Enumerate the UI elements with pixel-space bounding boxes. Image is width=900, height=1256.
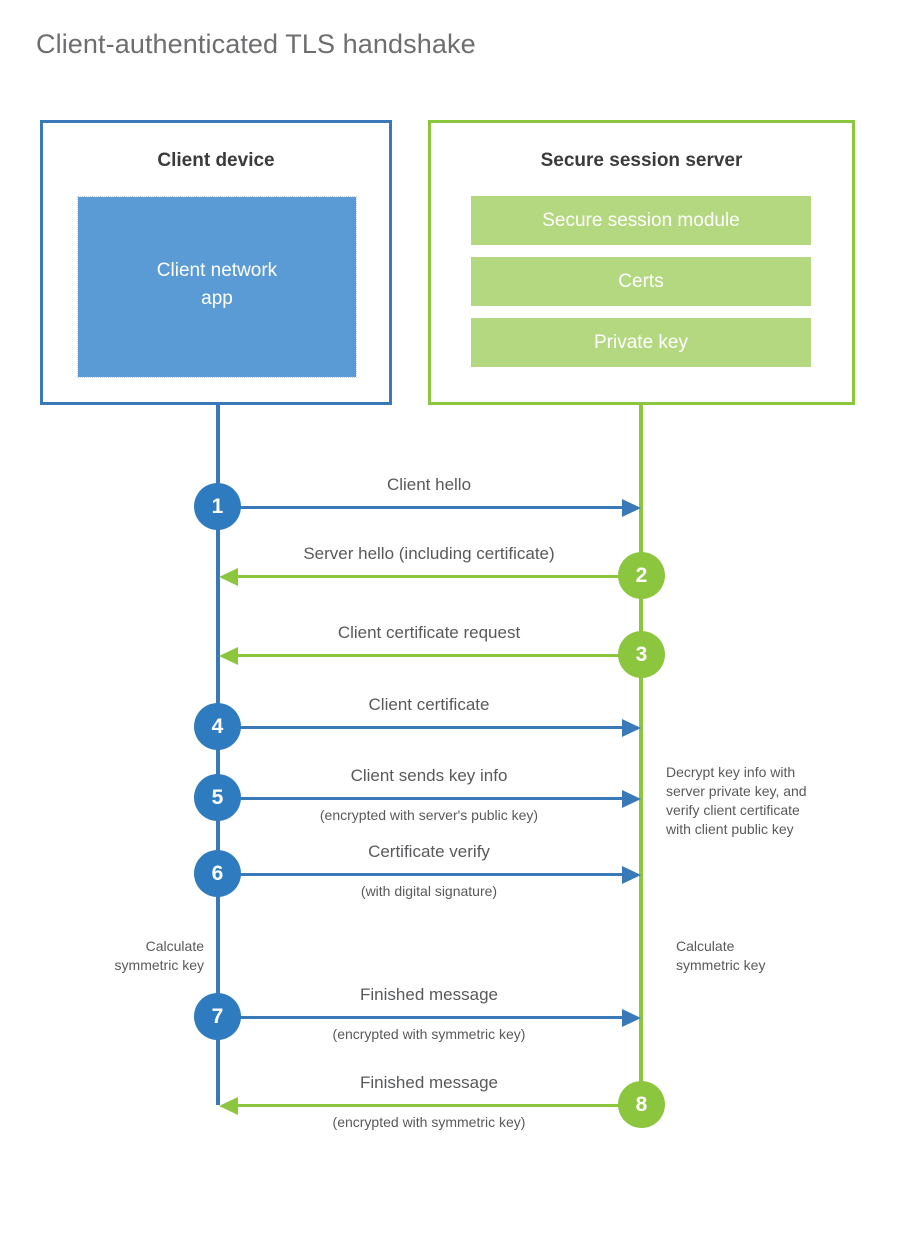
step-number-badge: 7 (194, 993, 241, 1040)
step-number-badge: 1 (194, 483, 241, 530)
note-calculate-symmetric-key-server: Calculate symmetric key (676, 938, 766, 973)
client-network-app-box: Client network app (77, 196, 357, 378)
step-sublabel: (encrypted with symmetric key) (332, 1026, 526, 1042)
step-arrow-line (218, 797, 624, 800)
step-label: Server hello (including certificate) (303, 544, 555, 563)
step-number-badge: 2 (618, 552, 665, 599)
server-module-list: Secure session module Certs Private key (471, 196, 811, 379)
client-lifeline (216, 405, 220, 1105)
step-label: Finished message (360, 1073, 498, 1092)
secure-session-server-title: Secure session server (540, 150, 743, 171)
step-label: Client sends key info (350, 766, 508, 785)
step-number-badge: 3 (618, 631, 665, 678)
step-arrow-line (218, 506, 624, 509)
step-label: Finished message (360, 985, 498, 1004)
arrow-head-icon (622, 1009, 641, 1027)
step-label: Client certificate request (337, 623, 521, 642)
note-decrypt-key-info: Decrypt key info with server private key… (666, 764, 807, 837)
server-module-item: Private key (471, 318, 811, 367)
page-title: Client-authenticated TLS handshake (36, 29, 476, 59)
arrow-head-icon (622, 790, 641, 808)
arrow-head-icon (219, 647, 238, 665)
step-arrow-line (238, 654, 642, 657)
client-device-box: Client device Client network app (40, 120, 392, 405)
step-label: Certificate verify (368, 842, 490, 861)
arrow-head-icon (219, 1097, 238, 1115)
step-sublabel: (encrypted with server's public key) (319, 807, 539, 823)
server-module-item: Secure session module (471, 196, 811, 245)
step-number-badge: 5 (194, 774, 241, 821)
step-label: Client certificate (368, 695, 490, 714)
secure-session-server-box: Secure session server Secure session mod… (428, 120, 855, 405)
step-arrow-line (238, 575, 642, 578)
step-label: Client hello (386, 475, 472, 494)
arrow-head-icon (219, 568, 238, 586)
arrow-head-icon (622, 866, 641, 884)
step-number-badge: 4 (194, 703, 241, 750)
step-arrow-line (238, 1104, 642, 1107)
note-calculate-symmetric-key-client: Calculate symmetric key (114, 938, 204, 973)
step-arrow-line (218, 1016, 624, 1019)
step-sublabel: (with digital signature) (360, 883, 498, 899)
client-network-app-label: Client network app (156, 260, 278, 309)
arrow-head-icon (622, 499, 641, 517)
step-arrow-line (218, 726, 624, 729)
client-device-title: Client device (157, 150, 275, 171)
step-sublabel: (encrypted with symmetric key) (332, 1114, 526, 1130)
arrow-head-icon (622, 719, 641, 737)
step-number-badge: 8 (618, 1081, 665, 1128)
server-module-item: Certs (471, 257, 811, 306)
step-arrow-line (218, 873, 624, 876)
server-lifeline (639, 405, 643, 1105)
step-number-badge: 6 (194, 850, 241, 897)
